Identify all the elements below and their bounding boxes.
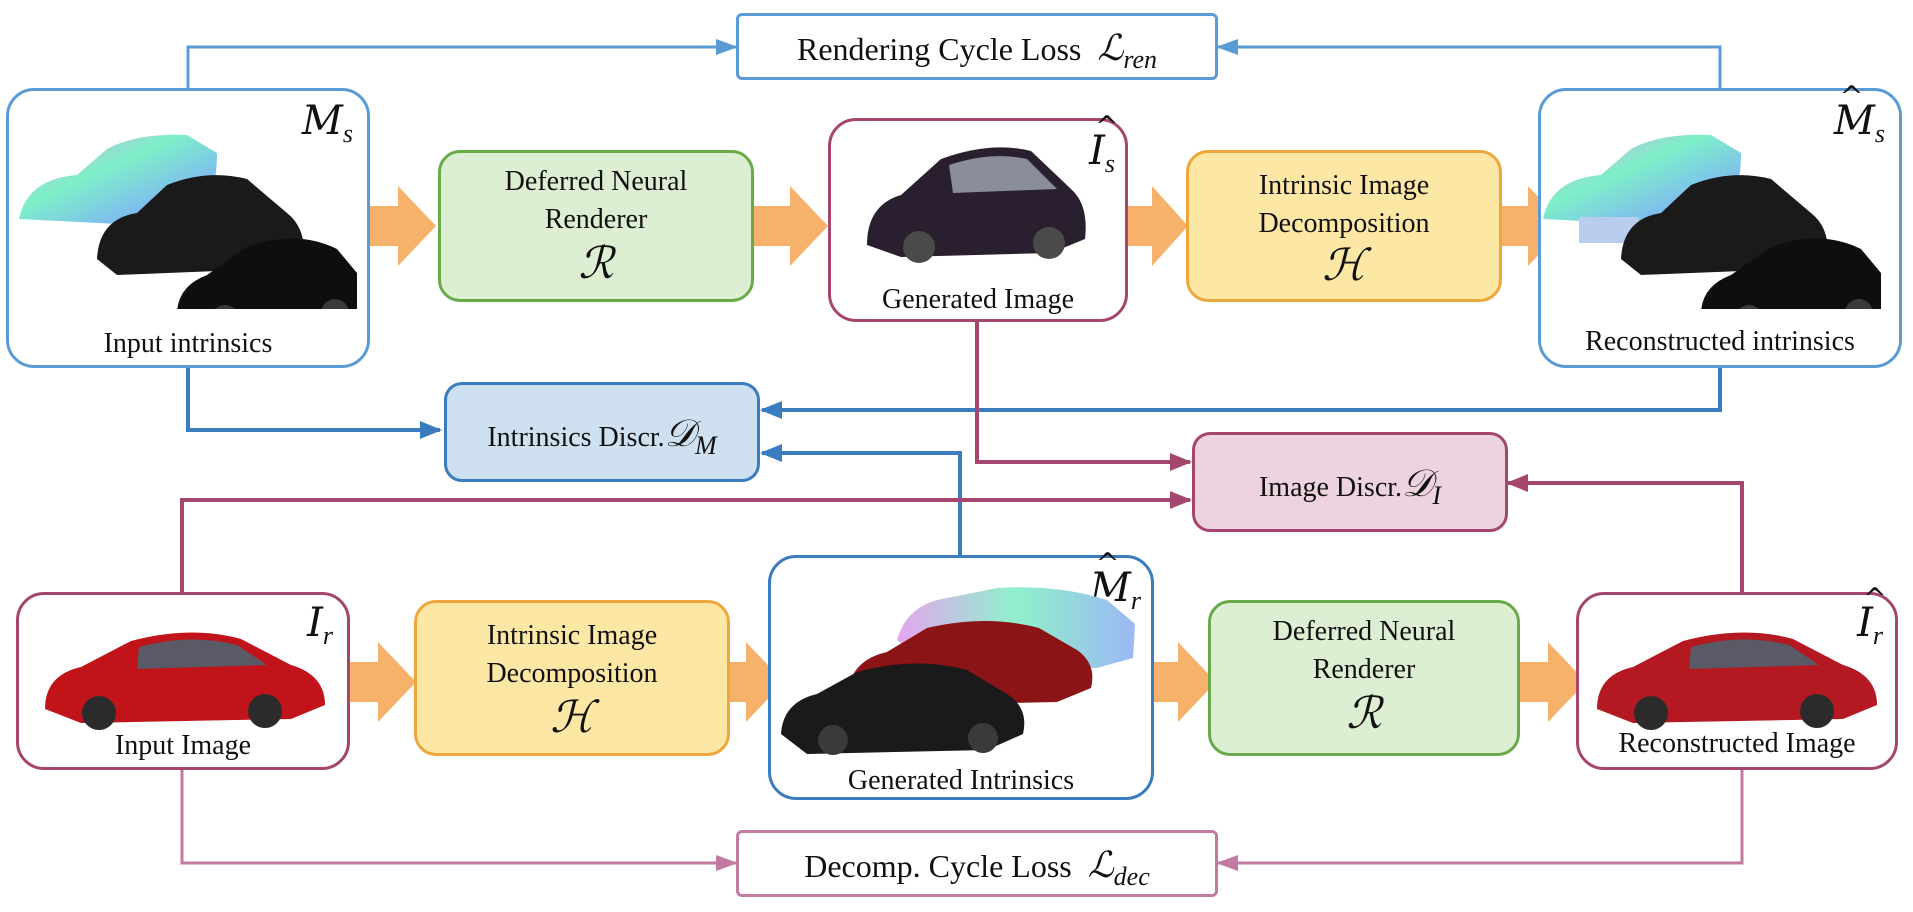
reconstructed-image-to-image-discr-line — [1506, 474, 1744, 592]
image-discr-subscript: I — [1432, 481, 1442, 510]
flow-arrow-top-4 — [1500, 186, 1566, 266]
input-intrinsics-car-stack — [19, 134, 357, 309]
rendering-cycle-loss-box: Rendering Cycle Loss ℒren — [736, 13, 1218, 80]
deferred-neural-renderer-bottom: Deferred Neural Renderer ℛ — [1208, 600, 1520, 756]
intrinsic-decomposition-bottom: Intrinsic Image Decomposition ℋ — [414, 600, 730, 756]
decomp-cycle-loss-text: Decomp. Cycle Loss — [804, 848, 1072, 884]
flow-arrow-top-3 — [1124, 186, 1188, 266]
intrinsics-discr-subscript: M — [694, 431, 717, 460]
generated-intrinsics-to-discr-line — [760, 444, 962, 555]
decomposition-bottom-symbol: ℋ — [550, 692, 594, 743]
image-discriminator-box: Image Discr.𝒟I — [1192, 432, 1508, 532]
decomposition-bottom-line1: Intrinsic Image — [486, 620, 658, 651]
input-image-caption: Input Image — [114, 730, 252, 761]
rendering-cycle-loss-text: Rendering Cycle Loss — [796, 31, 1082, 67]
renderer-bottom-line2: Renderer — [1312, 654, 1416, 685]
shaded-car-icon — [177, 238, 357, 309]
reconstructed-red-car-icon — [1597, 632, 1877, 730]
decomp-loss-symbol: ℒ — [1087, 845, 1114, 886]
generated-intrinsics-caption: Generated Intrinsics — [847, 765, 1075, 796]
generated-intrinsics-panel: Mr Generated Intrinsics — [768, 547, 1154, 800]
reconstructed-image-caption: Reconstructed Image — [1618, 728, 1856, 759]
generated-image-to-image-discr-line — [975, 322, 1192, 471]
reconstructed-intrinsics-car-stack — [1543, 134, 1881, 309]
decomposition-bottom-line2: Decomposition — [486, 658, 658, 689]
flow-arrow-bottom-1 — [348, 642, 416, 722]
input-image-panel: Ir Input Image — [16, 592, 350, 770]
input-intrinsics-caption: Input intrinsics — [103, 328, 273, 359]
generated-image-subscript: s — [1104, 149, 1115, 178]
rendering-loss-line-left — [186, 39, 738, 88]
reconstructed-image-symbol: I — [1857, 582, 1886, 646]
decomp-cycle-loss-box: Decomp. Cycle Loss ℒdec — [736, 830, 1218, 897]
reconstructed-intrinsics-caption: Reconstructed intrinsics — [1585, 326, 1855, 357]
decomp-loss-line-right — [1216, 770, 1744, 871]
renderer-bottom-line1: Deferred Neural — [1272, 616, 1456, 647]
input-intrinsics-subscript: s — [342, 119, 353, 148]
renderer-bottom-symbol: ℛ — [1346, 688, 1382, 739]
generated-intrinsics-car-stack — [781, 587, 1135, 755]
renderer-top-line2: Renderer — [544, 204, 648, 235]
intrinsics-discr-symbol: 𝒟 — [664, 411, 695, 455]
input-image-to-image-discr-line — [180, 491, 1192, 592]
input-image-symbol: I — [307, 600, 323, 646]
generated-image-caption: Generated Image — [882, 284, 1074, 315]
intrinsics-discriminator-box: Intrinsics Discr.𝒟M — [444, 382, 760, 482]
decomposition-top-line1: Intrinsic Image — [1258, 170, 1430, 201]
reconstructed-image-subscript: r — [1872, 621, 1883, 650]
decomp-loss-subscript: dec — [1113, 862, 1150, 891]
input-red-car-icon — [45, 632, 325, 730]
intrinsic-decomposition-top: Intrinsic Image Decomposition ℋ — [1186, 150, 1502, 302]
reconstructed-to-intrinsics-discr-line — [760, 368, 1722, 419]
reconstructed-intrinsics-subscript: s — [1874, 119, 1885, 148]
input-intrinsics-panel: Ms Input intrinsics — [6, 88, 370, 368]
decomposition-top-symbol: ℋ — [1322, 240, 1366, 291]
reconstructed-intrinsics-symbol: M — [1834, 80, 1875, 144]
generated-car-icon — [867, 147, 1086, 263]
reconstructed-image-panel: Ir Reconstructed Image — [1576, 582, 1898, 770]
reconstructed-shaded-car-icon — [1701, 238, 1881, 309]
input-intrinsics-symbol: M — [301, 98, 343, 144]
image-discr-text: Image Discr. — [1258, 472, 1403, 503]
intrinsics-discr-text: Intrinsics Discr. — [487, 422, 665, 453]
generated-intrinsics-subscript: r — [1130, 586, 1141, 615]
rendering-loss-subscript: ren — [1123, 45, 1158, 74]
reconstructed-intrinsics-panel: Ms Reconstructed intrinsics — [1538, 80, 1902, 368]
generated-image-symbol: I — [1089, 110, 1118, 174]
flow-arrow-bottom-4 — [1518, 642, 1586, 722]
decomp-loss-line-left — [180, 770, 738, 871]
deferred-neural-renderer-top: Deferred Neural Renderer ℛ — [438, 150, 754, 302]
decomposition-top-line2: Decomposition — [1258, 208, 1430, 239]
flow-arrow-top-2 — [754, 186, 828, 266]
generated-image-panel: Is Generated Image — [828, 110, 1128, 322]
flow-arrow-top-1 — [366, 186, 436, 266]
renderer-top-symbol: ℛ — [578, 238, 614, 289]
input-to-intrinsics-discr-line — [186, 368, 442, 439]
flow-arrow-bottom-3 — [1148, 642, 1216, 722]
flow-arrow-bottom-2 — [716, 642, 784, 722]
rendering-loss-symbol: ℒ — [1097, 28, 1124, 69]
input-image-subscript: r — [322, 621, 333, 650]
image-discr-symbol: 𝒟 — [1402, 461, 1433, 505]
renderer-top-line1: Deferred Neural — [504, 166, 688, 197]
rendering-loss-line-right — [1216, 39, 1722, 88]
